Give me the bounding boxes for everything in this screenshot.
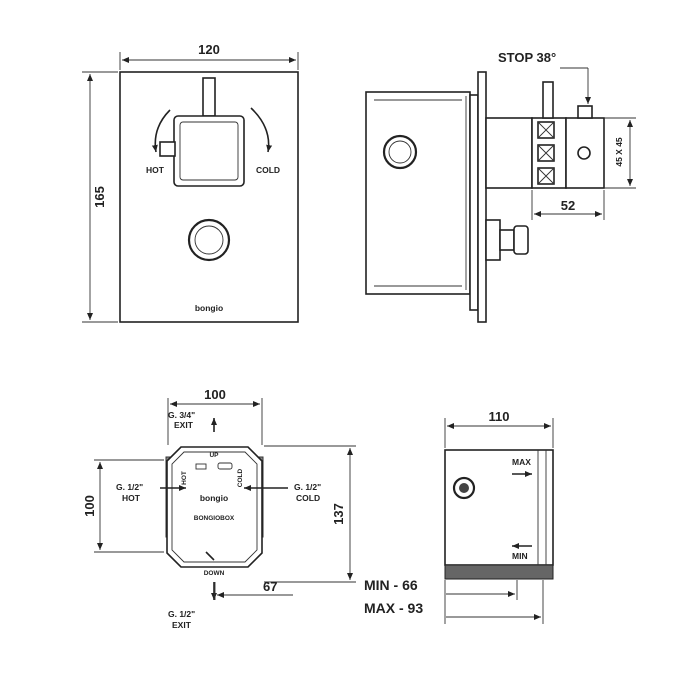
- cold-inlet-label: COLD: [296, 493, 320, 503]
- label-cold: COLD: [256, 165, 280, 175]
- box-name: BONGIOBOX: [194, 515, 235, 522]
- knurled-spindle: [531, 117, 567, 189]
- stop-cap: [577, 105, 593, 119]
- box-side-base: [444, 564, 554, 580]
- front-dim-width: 120: [198, 42, 220, 57]
- min-depth-text: MIN - 66: [364, 577, 418, 593]
- side-lever: [542, 81, 554, 119]
- hot-rotation-arrow: [151, 109, 171, 153]
- dim-depth: 52: [561, 198, 575, 213]
- label-hot: HOT: [146, 165, 165, 175]
- label-max: MAX: [512, 457, 531, 467]
- front-dim-height: 165: [92, 186, 107, 208]
- box-dim-width: 100: [204, 387, 226, 402]
- box-dim-offset: 67: [263, 579, 277, 594]
- side-box-body: [365, 91, 471, 295]
- stop-pin: [159, 141, 176, 157]
- box-label-cold: COLD: [237, 468, 244, 487]
- exit-bottom-label: EXIT: [172, 620, 192, 630]
- box-logo: bongio: [200, 493, 228, 503]
- box-side-body: [444, 449, 554, 566]
- hot-inlet-size: G. 1/2": [116, 482, 143, 492]
- cartridge: [485, 117, 533, 189]
- dim-square: 45 X 45: [614, 137, 624, 167]
- stop-label: STOP 38°: [498, 50, 556, 65]
- box-label-hot: HOT: [181, 471, 188, 485]
- side-plate: [477, 71, 487, 323]
- label-down: DOWN: [204, 570, 225, 577]
- bongiobox-outline: [166, 446, 263, 568]
- box-dim-height-right: 137: [331, 503, 346, 525]
- hot-inlet-label: HOT: [122, 493, 141, 503]
- front-plate: [119, 71, 299, 323]
- diverter-stem: [485, 219, 501, 261]
- exit-top-label: EXIT: [174, 420, 194, 430]
- handle-side: [565, 117, 605, 189]
- label-min: MIN: [512, 551, 528, 561]
- max-depth-text: MAX - 93: [364, 600, 423, 616]
- box-dim-height-left: 100: [82, 495, 97, 517]
- box-side-dim-width: 110: [489, 409, 510, 424]
- exit-bottom-size: G. 1/2": [168, 609, 195, 619]
- front-logo: bongio: [195, 303, 223, 313]
- side-view: STOP 38° 45 X 45 52: [365, 50, 636, 323]
- mixer-handle: [173, 115, 245, 187]
- lever-handle: [202, 77, 216, 117]
- label-up: UP: [209, 452, 219, 459]
- box-front-view: UP DOWN bongio BONGIOBOX HOT COLD G. 3/4…: [82, 387, 356, 630]
- cold-rotation-arrow: [250, 107, 273, 153]
- exit-top-size: G. 3/4": [168, 410, 195, 420]
- box-side-view: MAX MIN 110 MIN - 66 MAX - 93: [364, 409, 554, 624]
- cold-inlet-size: G. 1/2": [294, 482, 321, 492]
- diverter-button: [187, 218, 231, 262]
- front-view: 120 165 HOT COLD bongio: [82, 42, 299, 323]
- wall-flange: [469, 94, 479, 311]
- side-valve-port: [382, 134, 418, 170]
- box-side-port: [452, 476, 476, 500]
